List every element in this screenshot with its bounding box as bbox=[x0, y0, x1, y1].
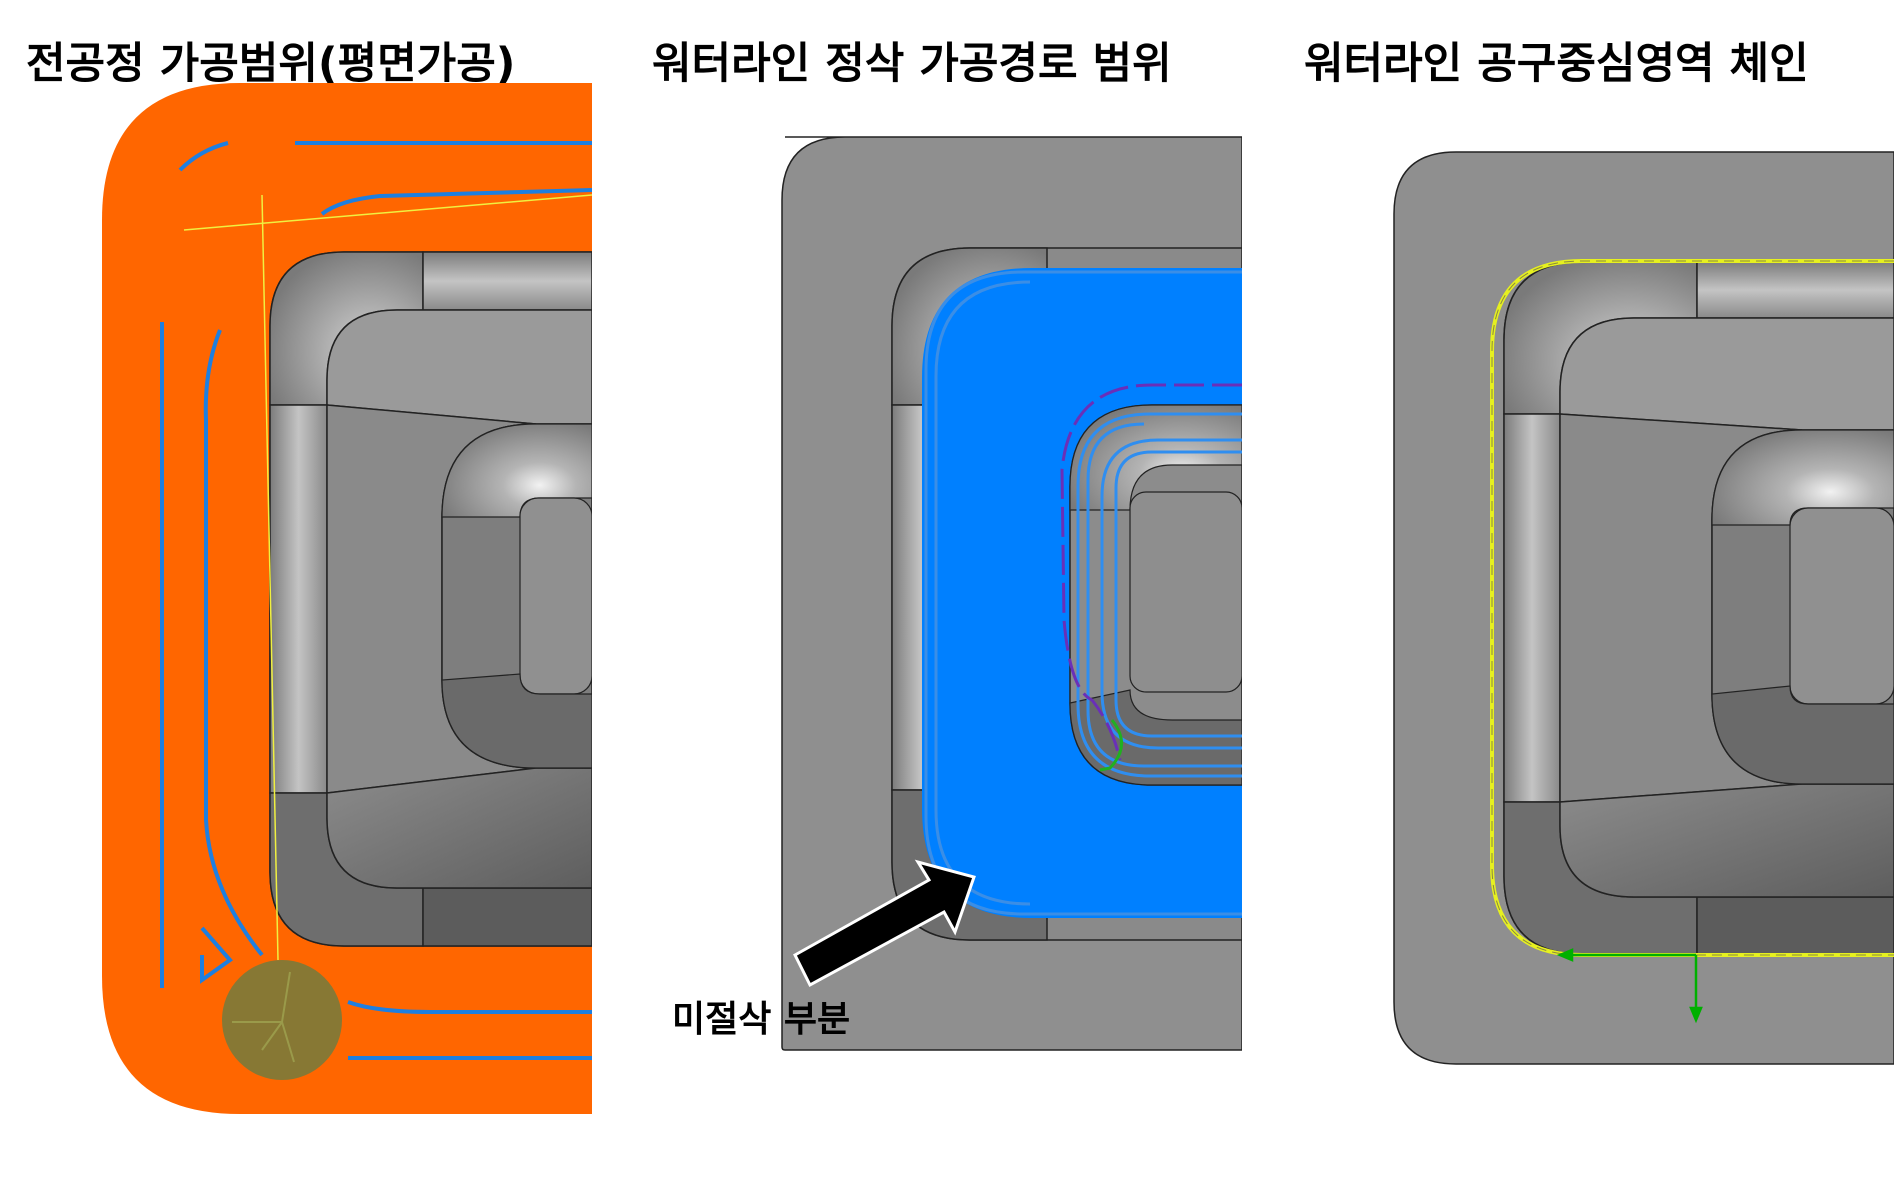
panel-title-waterline-range: 워터라인 정삭 가공경로 범위 bbox=[652, 39, 1172, 89]
pre-process-range-diagram bbox=[102, 83, 592, 1114]
green-axis-icon bbox=[1556, 948, 1703, 1024]
waterline-range-diagram bbox=[781, 136, 1242, 1051]
panel-title-tool-center-chain: 워터라인 공구중심영역 체인 bbox=[1304, 39, 1809, 89]
finishing-toolpath bbox=[924, 270, 1242, 916]
black-arrow-icon bbox=[793, 859, 976, 988]
panel-title-pre-process: 전공정 가공범위(평면가공) bbox=[26, 39, 516, 89]
tool-center-chain bbox=[1490, 259, 1894, 957]
model-pocket bbox=[1503, 261, 1894, 955]
boss-offset-paths bbox=[1076, 412, 1242, 778]
inner-boss bbox=[1069, 404, 1242, 786]
tool-circle bbox=[222, 960, 342, 1080]
face-milling-toolpath bbox=[160, 141, 592, 1060]
uncut-boundary bbox=[1060, 383, 1242, 761]
tool-center-chain-diagram bbox=[1393, 151, 1894, 1065]
uncut-area-label: 미절삭 부분 bbox=[672, 999, 851, 1040]
construction-lines bbox=[183, 194, 592, 961]
model-pocket bbox=[269, 251, 592, 947]
green-start-mark bbox=[1099, 719, 1123, 772]
